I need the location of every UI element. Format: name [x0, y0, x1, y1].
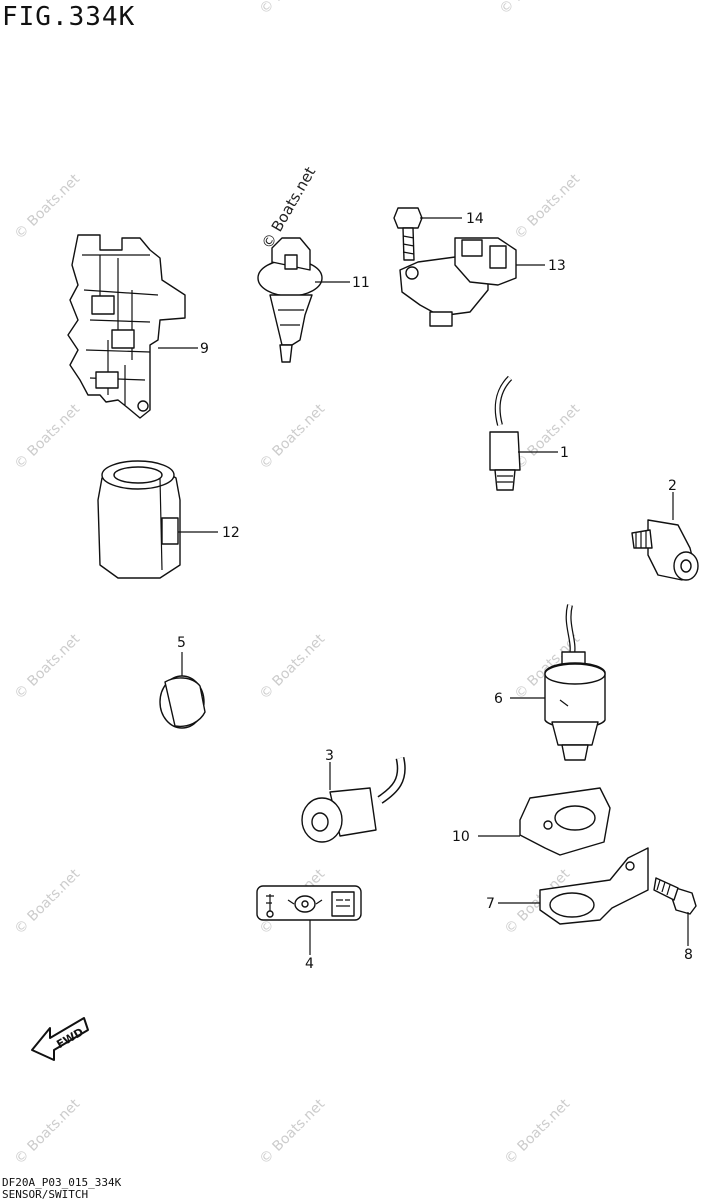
callout-14: 14	[466, 211, 484, 227]
watermark: © Boats.net	[12, 866, 84, 938]
part-8-bolt	[653, 877, 697, 915]
watermark: © Boats.net	[12, 1096, 84, 1168]
callout-10: 10	[452, 829, 470, 845]
callout-11: 11	[352, 275, 370, 291]
figure-title: FIG.334K	[2, 2, 136, 32]
part-10-bracket	[519, 787, 611, 856]
leader-lines	[158, 217, 689, 955]
thermometer-icon	[266, 894, 274, 918]
watermark: © Boats.net	[12, 631, 84, 703]
callout-8: 8	[684, 947, 693, 963]
callout-1: 1	[560, 445, 569, 461]
callout-6: 6	[494, 691, 503, 707]
part-4-indicator-plate	[256, 885, 362, 921]
part-14-bolt	[393, 207, 423, 261]
fwd-arrow-icon: FWD	[31, 1017, 89, 1061]
watermark: © Boats.net	[257, 401, 329, 473]
watermark: © Boats.net	[12, 401, 84, 473]
part-6-pressure-switch	[544, 604, 606, 761]
watermark: © Boats.net	[257, 1096, 329, 1168]
watermark-layer: © Boats.net © Boats.net © Boats.net © Bo…	[12, 0, 584, 1168]
callout-13: 13	[548, 258, 566, 274]
watermark: © Boats.net	[502, 1096, 574, 1168]
callout-7: 7	[486, 896, 495, 912]
callout-4: 4	[305, 956, 314, 972]
watermark: © Boats.net	[12, 171, 84, 243]
watermark: © Boats.net	[512, 171, 584, 243]
callout-5: 5	[177, 635, 186, 651]
watermark: © Boats.net	[257, 0, 329, 18]
part-12-cover-boot	[97, 460, 181, 579]
callout-labels: 14 13 11 9 1 2 12 5 6 3 10 7 4 8	[177, 211, 693, 972]
figure-code: DF20A_P03_015_334K	[2, 1176, 122, 1189]
callout-2: 2	[668, 478, 677, 494]
part-1-sensor	[489, 375, 521, 491]
watermark: © Boats.net	[512, 401, 584, 473]
watermark: © Boats.net	[497, 0, 569, 18]
part-2-knock-sensor	[631, 519, 699, 581]
callout-3: 3	[325, 748, 334, 764]
watermark: © Boats.net	[257, 631, 329, 703]
part-9-harness-bracket	[67, 234, 186, 419]
oil-can-icon	[287, 895, 323, 913]
part-11-temperature-sensor	[257, 237, 323, 363]
part-3-grommet	[301, 757, 406, 843]
callout-12: 12	[222, 525, 240, 541]
part-7-clamp-plate	[539, 847, 649, 925]
part-5-cap	[159, 675, 206, 729]
figure-caption: SENSOR/SWITCH	[2, 1188, 89, 1201]
part-13-pressure-sensor	[399, 237, 517, 327]
callout-9: 9	[200, 341, 209, 357]
battery-icon	[331, 891, 355, 917]
